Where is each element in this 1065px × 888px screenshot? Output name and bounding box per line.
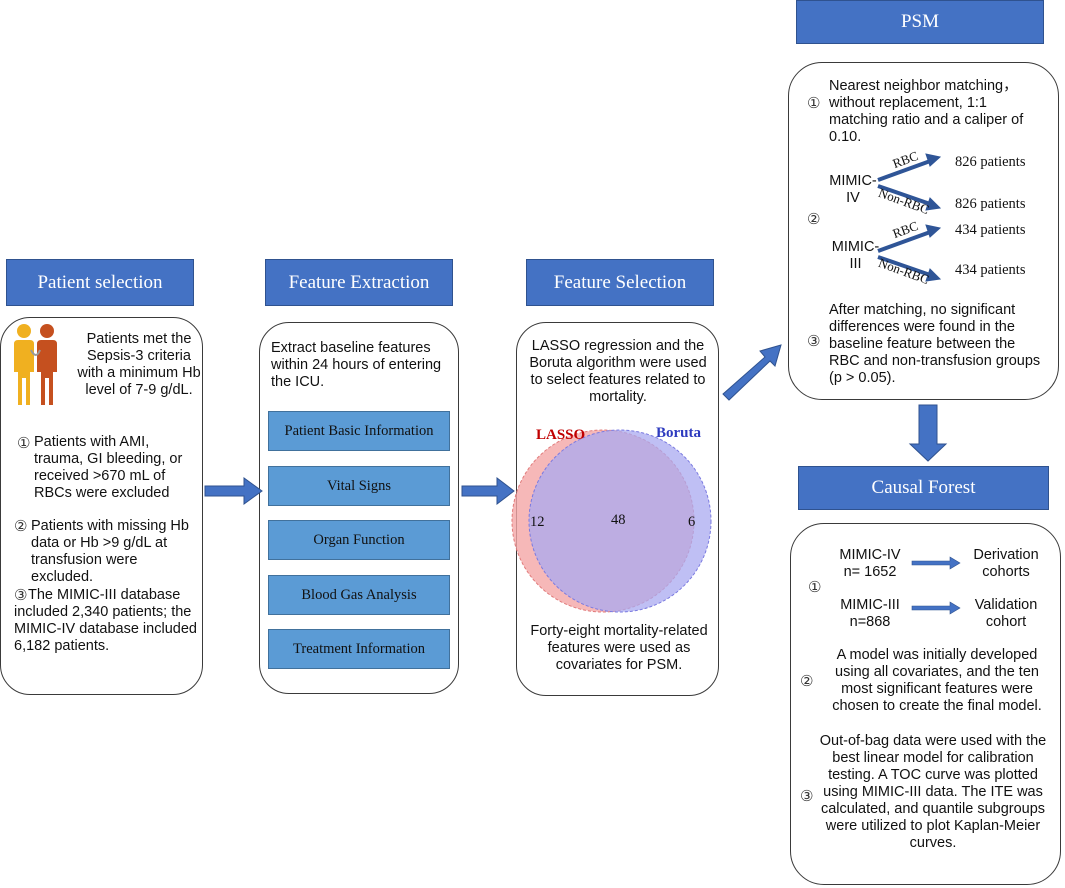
venn-lasso-label: LASSO (536, 427, 586, 443)
psm-mimic4-label: MIMIC-IV (829, 173, 877, 206)
cf-row-2-right: Validation cohort (974, 597, 1038, 630)
extraction-intro: Extract baseline features within 24 hour… (271, 340, 442, 390)
psm-mimic3-nonrbc-count: 434 patients (955, 262, 1026, 278)
feature-box-blood-gas: Blood Gas Analysis (268, 575, 450, 615)
header-feature-extraction: Feature Extraction (265, 259, 453, 306)
patient-selection-panel (0, 317, 203, 695)
feature-box-organ-function: Organ Function (268, 520, 450, 560)
venn-lasso-only-count: 12 (530, 514, 545, 530)
cf-row-1-right: Derivation cohorts (973, 547, 1039, 580)
patients-icon (14, 324, 57, 405)
psm-marker-2: ② (807, 210, 821, 228)
psm-step-3: After matching, no significant differenc… (829, 302, 1041, 386)
psm-panel (788, 62, 1059, 400)
patient-marker-2: ② (14, 517, 28, 535)
cf-arrows (911, 556, 961, 615)
patient-marker-1: ① (17, 434, 31, 452)
psm-mimic3-rbc-count: 434 patients (955, 222, 1026, 238)
patient-database-counts: The MIMIC-III database included 2,340 pa… (14, 587, 197, 654)
cf-step-2: A model was initially developed using al… (832, 647, 1042, 714)
psm-mimic4-rbc-count: 826 patients (955, 154, 1026, 170)
feature-box-treatment: Treatment Information (268, 629, 450, 669)
venn-boruta-label: Boruta (656, 425, 701, 441)
arrow-selection-to-extraction (204, 477, 263, 505)
patient-exclusion-2: Patients with missing Hb data or Hb >9 g… (31, 518, 189, 585)
header-feature-selection: Feature Selection (526, 259, 714, 306)
venn-overlap-count: 48 (611, 512, 626, 528)
cf-marker-2: ② (800, 672, 814, 690)
cf-step-3: Out-of-bag data were used with the best … (819, 733, 1047, 851)
feature-box-vital-signs: Vital Signs (268, 466, 450, 506)
arrow-psm-to-causal-forest (908, 404, 948, 462)
patient-exclusion-1: Patients with AMI, trauma, GI bleeding, … (34, 434, 183, 501)
header-psm: PSM (796, 0, 1044, 44)
selection-intro: LASSO regression and the Boruta algorith… (529, 338, 707, 405)
selection-outro: Forty-eight mortality-related features w… (530, 623, 708, 673)
header-patient-selection: Patient selection (6, 259, 194, 306)
venn-boruta-only-count: 6 (688, 514, 696, 530)
arrow-selection-to-psm (722, 344, 782, 401)
psm-mimic4-nonrbc-count: 826 patients (955, 196, 1026, 212)
venn-boruta-circle (528, 429, 712, 613)
header-causal-forest: Causal Forest (798, 466, 1049, 510)
patient-marker-3: ③ (14, 586, 28, 604)
arrow-extraction-to-selection (461, 476, 515, 506)
psm-marker-1: ① (807, 94, 821, 112)
psm-mimic3-label: MIMIC-III (831, 239, 880, 272)
patient-criteria-text: Patients met the Sepsis-3 criteria with … (77, 331, 201, 398)
cf-row-2-left: MIMIC-III n=868 (840, 597, 900, 630)
cf-marker-3: ③ (800, 787, 814, 805)
psm-split-arrows (877, 153, 942, 282)
feature-box-basic-info: Patient Basic Information (268, 411, 450, 451)
psm-marker-3: ③ (807, 332, 821, 350)
cf-row-1-left: MIMIC-IV n= 1652 (839, 547, 901, 580)
causal-forest-panel (790, 523, 1061, 885)
cf-marker-1: ① (808, 578, 822, 596)
venn-diagram (511, 429, 712, 613)
psm-step-1: Nearest neighbor matching，without replac… (829, 78, 1024, 145)
